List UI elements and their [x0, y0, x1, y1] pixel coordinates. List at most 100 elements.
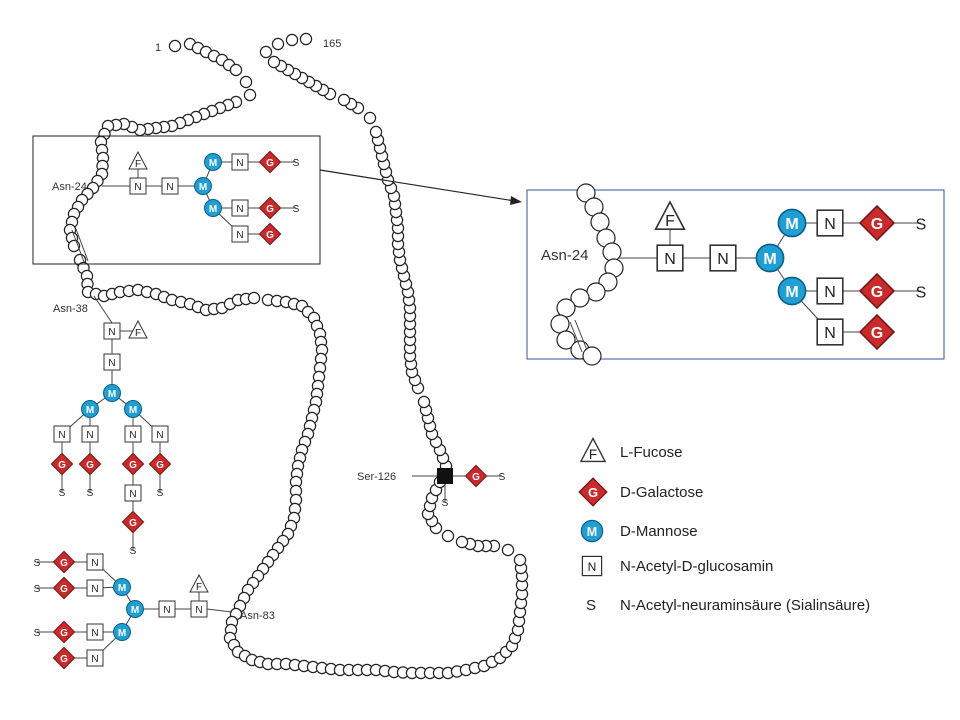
galactose-symbol: G: [52, 550, 76, 574]
legend: F L-Fucose G D-Galactose M D-Mannose N N…: [578, 437, 870, 614]
sialic-acid-symbol: S: [130, 546, 137, 557]
legend-fucose-icon: F: [580, 437, 606, 463]
inset-backbone-residue: [582, 346, 602, 366]
legend-glcnac-label: N-Acetyl-D-glucosamin: [620, 558, 773, 575]
inset-backbone-residue: [556, 330, 576, 350]
inset-backbone-residue: [556, 298, 576, 318]
svg-text:F: F: [196, 582, 202, 593]
backbone-residue: [243, 88, 257, 102]
mannose-symbol: M: [194, 177, 212, 195]
inset-disulfide-bond: [574, 319, 588, 351]
glcnac-symbol: N: [816, 209, 844, 237]
fucose-symbol: F: [654, 201, 686, 230]
inset-backbone-residue: [570, 288, 590, 308]
inset-backbone-residue: [586, 282, 606, 302]
svg-text:N: N: [236, 158, 243, 169]
svg-text:N: N: [824, 284, 836, 301]
mannose-symbol: M: [204, 199, 222, 217]
backbone-residue: [501, 543, 515, 557]
glcnac-symbol: N: [86, 649, 104, 667]
backbone-residue: [259, 45, 273, 59]
backbone-residue: [369, 125, 383, 139]
mannose-symbol: M: [113, 623, 131, 641]
chain-start-label: 1: [155, 42, 161, 54]
galactose-symbol: G: [121, 452, 145, 476]
glcnac-symbol: N: [103, 322, 121, 340]
glcnac-symbol: N: [129, 177, 147, 195]
glcnac-symbol: N: [86, 579, 104, 597]
inset-backbone-residue: [550, 314, 570, 334]
svg-text:G: G: [871, 325, 883, 342]
backbone-residue: [455, 535, 469, 549]
glcnac-symbol: N: [86, 623, 104, 641]
site-label-ser126: Ser-126: [357, 471, 396, 483]
backbone-residue: [168, 39, 182, 53]
svg-text:N: N: [134, 182, 141, 193]
backbone-residue: [229, 63, 243, 77]
svg-text:G: G: [871, 284, 883, 301]
sialic-acid-symbol: S: [34, 558, 41, 569]
disulfide-bond: [71, 229, 85, 263]
backbone-residue: [299, 32, 313, 46]
svg-text:N: N: [91, 584, 98, 595]
svg-text:N: N: [824, 325, 836, 342]
glcnac-symbol: N: [231, 199, 249, 217]
svg-text:N: N: [664, 251, 676, 268]
backbone-residue: [267, 55, 281, 69]
glcnac-symbol: N: [190, 600, 208, 618]
glycosidic-bond: [206, 608, 233, 613]
glcnac-symbol: N: [158, 600, 176, 618]
glcnac-symbol: N: [231, 153, 249, 171]
svg-text:G: G: [266, 230, 274, 241]
mannose-symbol: M: [126, 600, 144, 618]
legend-galactose-label: D-Galactose: [620, 484, 703, 501]
galactose-symbol: G: [78, 452, 102, 476]
svg-text:G: G: [86, 460, 94, 471]
svg-text:M: M: [199, 182, 207, 193]
svg-text:G: G: [58, 460, 66, 471]
site-label-asn38: Asn-38: [53, 303, 88, 315]
galactose-symbol: G: [258, 150, 282, 174]
zoom-arrow-head: [510, 196, 522, 205]
sialic-acid-symbol: S: [293, 158, 300, 169]
galactose-symbol: G: [121, 510, 145, 534]
backbone-residue: [285, 33, 299, 47]
svg-text:G: G: [266, 204, 274, 215]
mannose-symbol: M: [777, 276, 807, 306]
glcnac-symbol: N: [103, 353, 121, 371]
svg-text:N: N: [91, 558, 98, 569]
svg-text:M: M: [209, 158, 217, 169]
disulfide-bond: [75, 228, 89, 262]
svg-text:G: G: [129, 518, 137, 529]
glcnac-symbol: N: [656, 244, 684, 272]
svg-text:G: G: [871, 216, 883, 233]
fucose-symbol: F: [128, 151, 148, 170]
fucose-symbol: F: [189, 574, 209, 593]
sialic-acid-symbol: S: [916, 284, 927, 301]
site-label-asn83: Asn-83: [240, 610, 275, 622]
mannose-symbol: M: [103, 384, 121, 402]
svg-text:N: N: [717, 251, 729, 268]
backbone-residue: [363, 111, 377, 125]
mannose-symbol: M: [81, 400, 99, 418]
backbone-residue: [441, 529, 455, 543]
backbone-residue: [513, 553, 527, 567]
galactose-symbol: G: [258, 222, 282, 246]
sialic-acid-symbol: S: [442, 498, 449, 509]
chain-end-label: 165: [323, 38, 341, 50]
fucose-symbol: F: [128, 320, 148, 339]
galactose-symbol: G: [148, 452, 172, 476]
backbone-residue: [239, 75, 253, 89]
sialic-acid-symbol: S: [916, 216, 927, 233]
legend-sialic-label: N-Acetyl-neuraminsäure (Sialinsäure): [620, 597, 870, 614]
backbone-residue: [271, 37, 285, 51]
svg-text:G: G: [472, 472, 480, 483]
svg-text:N: N: [91, 628, 98, 639]
inset-disulfide-bond: [569, 321, 583, 353]
svg-text:M: M: [129, 405, 137, 416]
o-glycan-core-symbol: [437, 468, 453, 484]
galactose-symbol: G: [52, 646, 76, 670]
svg-text:N: N: [86, 430, 93, 441]
